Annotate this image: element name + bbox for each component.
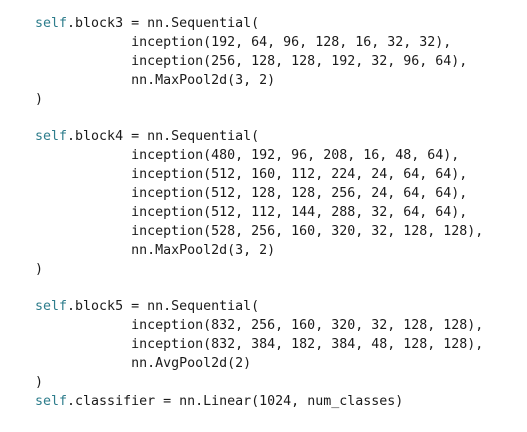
code-text: .block3 = nn.Sequential( bbox=[67, 16, 260, 31]
code-line: self.block3 = nn.Sequential( bbox=[35, 15, 483, 34]
code-line-blank bbox=[35, 279, 483, 298]
code-text: inception(528, 256, 160, 320, 32, 128, 1… bbox=[35, 223, 484, 239]
self-keyword: self bbox=[35, 299, 68, 315]
code-text: nn.AvgPool2d(2) bbox=[35, 356, 252, 372]
code-line: self.block4 = nn.Sequential( bbox=[35, 128, 483, 147]
code-text: ) bbox=[35, 91, 44, 107]
code-text: ) bbox=[35, 261, 44, 277]
code-line: self.classifier = nn.Linear(1024, num_cl… bbox=[35, 393, 483, 412]
code-text: nn.MaxPool2d(3, 2) bbox=[35, 242, 276, 258]
code-text: .classifier = nn.Linear(1024, num_classe… bbox=[67, 393, 404, 409]
code-line: self.block5 = nn.Sequential( bbox=[35, 298, 483, 317]
code-line: inception(528, 256, 160, 320, 32, 128, 1… bbox=[35, 223, 483, 242]
code-line: inception(512, 160, 112, 224, 24, 64, 64… bbox=[35, 166, 483, 185]
code-line: nn.MaxPool2d(3, 2) bbox=[35, 72, 483, 91]
code-block[interactable]: self.block3 = nn.Sequential( inception(1… bbox=[35, 15, 483, 412]
code-text: .block4 = nn.Sequential( bbox=[67, 129, 260, 145]
code-text: inception(832, 256, 160, 320, 32, 128, 1… bbox=[35, 318, 484, 334]
code-line: nn.MaxPool2d(3, 2) bbox=[35, 242, 483, 261]
code-line: inception(480, 192, 96, 208, 16, 48, 64)… bbox=[35, 147, 483, 166]
code-text: inception(832, 384, 182, 384, 48, 128, 1… bbox=[35, 337, 484, 353]
code-text: inception(512, 128, 128, 256, 24, 64, 64… bbox=[35, 186, 468, 202]
code-text: inception(512, 112, 144, 288, 32, 64, 64… bbox=[35, 204, 468, 220]
code-line: inception(256, 128, 128, 192, 32, 96, 64… bbox=[35, 53, 483, 72]
code-line: nn.AvgPool2d(2) bbox=[35, 355, 483, 374]
code-text: inception(256, 128, 128, 192, 32, 96, 64… bbox=[35, 53, 468, 69]
code-line: inception(512, 112, 144, 288, 32, 64, 64… bbox=[35, 204, 483, 223]
code-line: inception(832, 256, 160, 320, 32, 128, 1… bbox=[35, 317, 483, 336]
code-line: inception(192, 64, 96, 128, 16, 32, 32), bbox=[35, 34, 483, 53]
self-keyword: self bbox=[35, 129, 68, 145]
code-line: inception(832, 384, 182, 384, 48, 128, 1… bbox=[35, 336, 483, 355]
code-line: inception(512, 128, 128, 256, 24, 64, 64… bbox=[35, 185, 483, 204]
self-keyword: self bbox=[35, 16, 68, 31]
code-line: ) bbox=[35, 261, 483, 280]
code-text: ) bbox=[35, 374, 44, 390]
code-text: inception(512, 160, 112, 224, 24, 64, 64… bbox=[35, 167, 468, 183]
self-keyword: self bbox=[35, 393, 68, 409]
code-line-blank bbox=[35, 109, 483, 128]
code-text: .block5 = nn.Sequential( bbox=[67, 299, 260, 315]
code-text: nn.MaxPool2d(3, 2) bbox=[35, 72, 276, 88]
code-text: inception(480, 192, 96, 208, 16, 48, 64)… bbox=[35, 148, 460, 164]
code-line: ) bbox=[35, 91, 483, 110]
code-text: inception(192, 64, 96, 128, 16, 32, 32), bbox=[35, 34, 452, 50]
code-line: ) bbox=[35, 374, 483, 393]
